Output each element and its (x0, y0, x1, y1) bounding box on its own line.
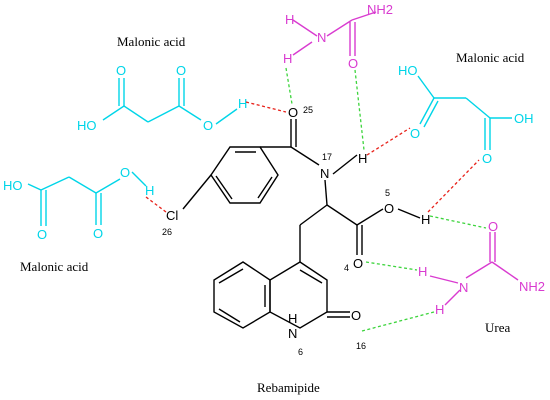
atom-o-mal-tl-3: O (203, 118, 213, 133)
atom-number-6: 6 (298, 347, 303, 357)
hbond-cooh-urea (429, 215, 487, 229)
atom-o5: O (384, 201, 394, 216)
atom-h-mal-tl: H (238, 96, 247, 111)
caption-rebamipide: Rebamipide (257, 380, 320, 395)
atom-number-5: 5 (385, 188, 390, 198)
chlorophenyl-ring (210, 146, 279, 204)
atom-o-urea-top: O (348, 56, 358, 71)
atom-nh2-urea-bot: NH2 (519, 279, 545, 294)
atom-ho-mal-tr: HO (398, 63, 418, 78)
urea-top (292, 11, 377, 56)
atom-o-mal-tl-1: O (116, 63, 126, 78)
malonic-acid-top-right (417, 75, 512, 150)
hbond-malonic-cl (145, 196, 167, 213)
hydrogen-bonds (145, 67, 487, 332)
atom-h-cooh: H (421, 212, 430, 227)
atom-h-nh: H (358, 151, 367, 166)
hbond-urea-nh (354, 69, 365, 151)
atom-h-urea-bot-1: H (418, 264, 427, 279)
atom-o-mal-tr-1: O (410, 126, 420, 141)
hbond-o16-urea (361, 311, 435, 332)
atom-h-urea-bot-2: H (435, 302, 444, 317)
hbond-nh-malonic (366, 127, 411, 156)
caption-urea: Urea (485, 320, 510, 335)
atom-o-mal-bl-1: O (37, 227, 47, 242)
atom-o-mal-bl-3: O (120, 165, 130, 180)
atom-cl26: Cl (166, 208, 178, 223)
hbond-cooh-malonic (427, 159, 480, 213)
atom-h-urea-top-2: H (283, 51, 292, 66)
caption-malonic-top-right: Malonic acid (456, 50, 525, 65)
hbond-o4-urea (365, 261, 418, 271)
atom-o-mal-tr-2: O (482, 151, 492, 166)
urea-bottom (429, 232, 519, 306)
hbond-malonic-o25 (245, 101, 287, 113)
atom-o25: O (288, 105, 298, 120)
atom-n17: N (320, 166, 329, 181)
atom-o-mal-tl-2: O (176, 63, 186, 78)
atom-number-4: 4 (344, 263, 349, 273)
malonic-acid-bottom-left (27, 171, 147, 226)
atom-n6: N (288, 326, 297, 341)
atom-o16: O (351, 308, 361, 323)
atom-ho-mal-tl: HO (77, 118, 97, 133)
atom-number-26: 26 (162, 227, 172, 237)
atom-n-urea-bot: N (459, 280, 468, 295)
atom-h-urea-top-1: H (285, 12, 294, 27)
atom-o-urea-bot: O (488, 219, 498, 234)
rebamipide-molecule (182, 119, 421, 329)
atom-o-mal-bl-2: O (93, 226, 103, 241)
caption-malonic-top-left: Malonic acid (117, 34, 186, 49)
atom-h-nh-ring: H (288, 311, 297, 326)
atom-nh2-urea-top: NH2 (367, 2, 393, 17)
atom-oh-mal-tr: OH (514, 111, 534, 126)
atom-number-16: 16 (356, 341, 366, 351)
hbond-urea-o25 (285, 67, 293, 105)
quinolinone-ring (269, 261, 328, 329)
atom-ho-mal-bl: HO (3, 178, 23, 193)
atom-number-17: 17 (322, 152, 332, 162)
atom-n-urea-top: N (317, 30, 326, 45)
benzo-ring (213, 261, 271, 329)
atom-h-mal-bl: H (145, 183, 154, 198)
atom-number-25: 25 (303, 105, 313, 115)
atom-o4: O (353, 256, 363, 271)
malonic-acid-top-left (102, 78, 238, 125)
caption-malonic-bottom-left: Malonic acid (20, 259, 89, 274)
